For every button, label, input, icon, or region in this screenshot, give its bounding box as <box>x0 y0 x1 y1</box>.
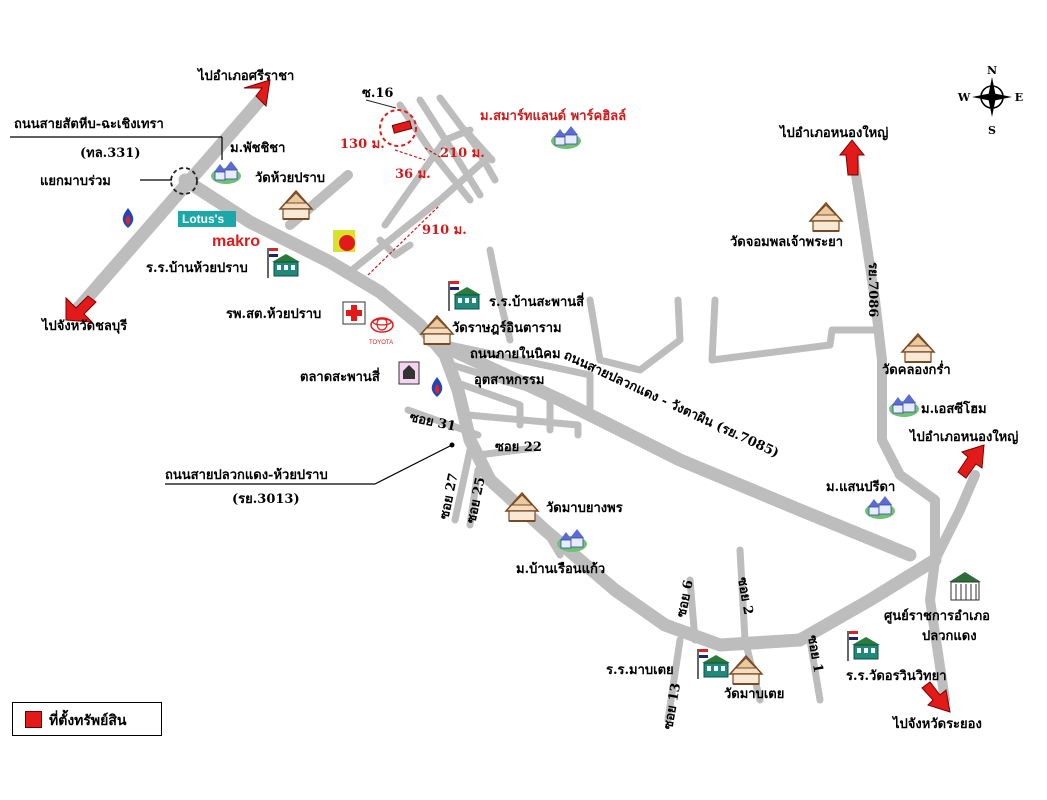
road-label-3013: ถนนสายปลวกแดง-ห้วยปราบ <box>165 467 328 483</box>
village-icon-saen-pricha <box>864 495 896 520</box>
north-branches <box>586 296 879 374</box>
arrow-to-nong-yai-top <box>838 139 866 176</box>
compass-s: S <box>988 124 996 137</box>
industrial-roads <box>446 246 594 439</box>
compass-w: W <box>957 91 971 104</box>
compass-e: E <box>1015 91 1023 104</box>
soi-13-label: ซอย 13 <box>661 682 684 731</box>
temple-icon-chom-phon <box>809 202 843 232</box>
school-icon-map-toei <box>697 648 731 680</box>
place-school-saphan-si: ร.ร.บ้านสะพานสี่ <box>489 292 584 310</box>
village-icon-phatchara <box>210 160 242 185</box>
road-to-rayong <box>925 555 950 705</box>
store-icon <box>333 230 355 252</box>
place-hospital: รพ.สต.ห้วยปราบ <box>226 306 321 322</box>
place-m-ruean-kaeo: ม.บ้านเรือนแก้ว <box>516 561 605 577</box>
compass-icon: N S E W <box>957 64 1023 137</box>
place-district-office-1: ศูนย์ราชการอำเภอ <box>884 608 990 624</box>
road-east-loop <box>847 145 940 565</box>
property-marker[interactable] <box>379 109 417 147</box>
place-school-map-toei: ร.ร.มาบเตย <box>606 663 674 678</box>
school-icon-saphan-si <box>448 280 482 312</box>
road-network <box>68 93 980 724</box>
district-office-icon <box>949 572 981 601</box>
dest-chonburi: ไปจังหวัดชลบุรี <box>40 317 127 334</box>
road-label-331: ถนนสายสัตหีบ-ฉะเชิงเทรา <box>14 116 164 132</box>
junction-marker <box>170 167 198 195</box>
makro-text: makro <box>212 233 260 250</box>
market-icon <box>398 361 420 385</box>
arrow-to-rayong <box>921 681 951 713</box>
place-wat-huai-prab: วัดห้วยปราบ <box>255 170 325 186</box>
soi-31-label: ซอย 31 <box>408 410 457 434</box>
dest-sriracha: ไปอำเภอศรีราชา <box>196 67 294 84</box>
school-icon-wat-on <box>847 630 881 662</box>
place-wat-chom-phon: วัดจอมพลเจ้าพระยา <box>730 234 843 250</box>
temple-icon-map-toei <box>729 655 763 685</box>
village-icon-smart-land <box>550 125 582 150</box>
road-7085 <box>423 333 917 562</box>
village-icon-sc-home <box>888 393 920 418</box>
dist-910: 910 ม. <box>422 223 467 238</box>
estate-lanes <box>376 94 499 259</box>
dest-nong-yai-right: ไปอำเภอหนองใหญ่ <box>908 428 1018 445</box>
soi-22-label: ซอย 22 <box>495 440 542 455</box>
place-smart-land: ม.สมาร์ทแลนด์ พาร์คฮิลล์ <box>480 108 626 124</box>
place-market: ตลาดสะพานสี่ <box>300 367 380 385</box>
soi-1-label: ซอย 1 <box>804 634 825 674</box>
soi-16-label: ซ.16 <box>362 86 393 101</box>
road-label-7086: รย.7086 <box>865 262 880 317</box>
place-wat-map-toei: วัดมาบเตย <box>724 687 784 702</box>
distance-lines <box>365 99 443 276</box>
dist-210: 210 ม. <box>440 146 485 161</box>
soi-2-label: ซอย 2 <box>734 576 755 616</box>
legend-property-label: ที่ตั้งทรัพย์สิน <box>49 713 127 729</box>
soi-roads <box>404 406 824 724</box>
village-icon-ruean-kaeo <box>556 528 588 553</box>
temple-icon-khlong-kram <box>901 333 935 363</box>
place-school-wat-on: ร.ร.วัดอรวินวิทยา <box>846 669 947 684</box>
toyota-logo <box>370 317 394 333</box>
legend: ที่ตั้งทรัพย์สิน <box>12 702 162 736</box>
direction-arrows <box>65 79 985 713</box>
dist-36: 36 ม. <box>395 167 431 182</box>
place-wat-khlong-kram: วัดคลองกร่ำ <box>882 360 951 378</box>
arrow-to-nong-yai-right <box>957 444 985 479</box>
place-m-saen-pricha: ม.แสนปรีดา <box>826 479 895 495</box>
toyota-text: TOYOTA <box>369 340 393 346</box>
soi-25-label: ซอย 25 <box>464 476 488 525</box>
road-industrial: อุตสาหกรรม <box>474 373 544 388</box>
dest-nong-yai-top: ไปอำเภอหนองใหญ่ <box>778 124 888 141</box>
temple-icon-ratsamran <box>420 315 454 345</box>
temple-icon-huai-prab <box>279 190 313 220</box>
place-m-sc-home: ม.เอสซีโฮม <box>921 400 987 417</box>
road-to-nong-yai-right <box>930 470 980 565</box>
place-m-phatchara: ม.พัชชิชา <box>230 141 285 156</box>
road-code-331: (ทล.331) <box>80 146 141 161</box>
arrow-to-sriracha <box>243 79 271 108</box>
arrow-to-chonburi <box>65 295 97 323</box>
labels: ไปอำเภอศรีราชา ถนนสายสัตหีบ-ฉะเชิงเทรา (… <box>14 67 1018 732</box>
gas-station-icon-2 <box>431 377 443 397</box>
place-district-office-2: ปลวกแดง <box>922 629 977 644</box>
school-icon-huai-prab <box>267 247 301 279</box>
dist-130: 130 ม. <box>340 137 385 152</box>
gas-station-icon-1 <box>122 208 134 228</box>
lotus-text: Lotus's <box>182 212 225 226</box>
place-wat-map-yang-phon: วัดมาบยางพร <box>546 501 623 516</box>
road-label-7085: ถนนสายปลวกแดง - วังตาผิน (รย.7085) <box>561 348 781 461</box>
road-thai-nikom: ถนนภายในนิคม <box>470 345 561 362</box>
road-code-3013: (รย.3013) <box>232 492 300 507</box>
place-school-huai-prab: ร.ร.บ้านห้วยปราบ <box>146 260 248 276</box>
legend-property-swatch <box>25 711 42 728</box>
compass-n: N <box>987 64 997 77</box>
dest-rayong: ไปจังหวัดระยอง <box>891 715 982 732</box>
lotus-logo <box>178 211 236 227</box>
junction-label: แยกมาบร่วม <box>40 174 111 189</box>
road-huai-prab-main <box>178 173 942 652</box>
road-331 <box>68 93 267 319</box>
place-wat-ratsamran: วัดราษฎร์อินตาราม <box>452 320 562 336</box>
hospital-icon <box>342 301 366 325</box>
